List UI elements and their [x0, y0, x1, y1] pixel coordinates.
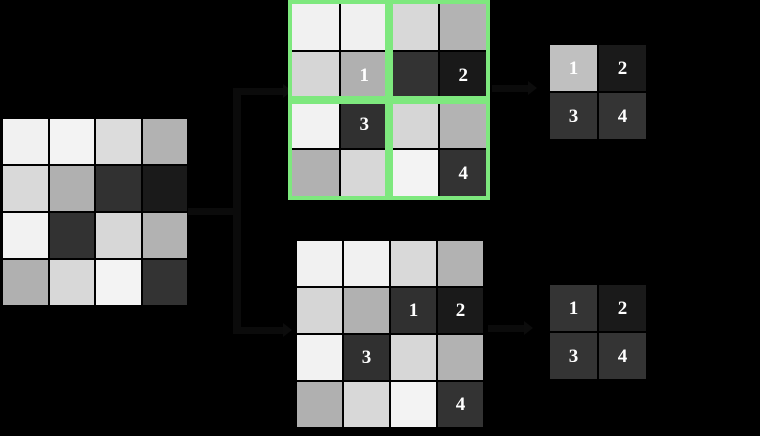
bottom-pooling-grid-cell-r1c3: [390, 240, 437, 287]
input-feature-map-cell-r1c4: [141, 118, 188, 165]
input-feature-map-cell-r4c1: [2, 259, 49, 306]
connector-branch-upper: [233, 88, 285, 95]
input-feature-map-cell-r1c2: [48, 118, 95, 165]
bottom-pooling-grid-cell-r4c2: [343, 381, 390, 428]
input-feature-map-cell-r2c1: [2, 165, 49, 212]
input-feature-map-cell-r4c2: [48, 259, 95, 306]
top-pooling-grid-cell-r2c2: 1: [339, 51, 389, 100]
input-feature-map-cell-r1c1: [2, 118, 49, 165]
arrowhead-to-bottom-grid: [283, 323, 292, 337]
top-pooling-grid-cell-r2c4: 2: [438, 51, 488, 100]
input-feature-map-cell-r4c3: [95, 259, 142, 306]
arrowhead-to-bottom-output: [524, 321, 533, 335]
bottom-output-grid-cell-r2c2: 4: [598, 332, 647, 380]
top-pooling-grid-cell-r1c3: [389, 2, 439, 51]
arrowhead-to-top-grid: [283, 84, 292, 98]
bottom-pooling-grid-cell-r2c1: [296, 287, 343, 334]
top-pooling-grid-cell-r4c2: [339, 149, 389, 198]
top-output-grid-cell-r1c2: 2: [598, 44, 647, 92]
top-output-grid-cell-r1c1: 1: [549, 44, 598, 92]
input-feature-map-cell-r2c2: [48, 165, 95, 212]
input-feature-map-cell-r1c3: [95, 118, 142, 165]
bottom-pooling-grid-cell-r3c4: [437, 334, 484, 381]
top-pooling-grid-cell-r4c3: [389, 149, 439, 198]
bottom-pooling-grid-cell-r4c3: [390, 381, 437, 428]
top-pooling-grid-cell-r3c1: [290, 100, 340, 149]
bottom-pooling-grid-cell-r3c1: [296, 334, 343, 381]
arrowhead-to-top-output: [528, 81, 537, 95]
bottom-pooling-grid-cell-r2c2: [343, 287, 390, 334]
connector-branch-lower: [233, 327, 285, 334]
bottom-pooling-grid-cell-r3c3: [390, 334, 437, 381]
bottom-pooling-grid-cell-r2c3: 1: [390, 287, 437, 334]
bottom-pooling-grid-cell-r4c1: [296, 381, 343, 428]
input-feature-map-cell-r4c4: [141, 259, 188, 306]
top-output-grid-cell-r2c1: 3: [549, 92, 598, 140]
bottom-output-grid-cell-r2c1: 3: [549, 332, 598, 380]
input-feature-map-cell-r2c3: [95, 165, 142, 212]
connector-bottom-grid-to-output: [488, 325, 528, 332]
input-feature-map: [2, 118, 188, 306]
top-pooling-grid-cell-r3c3: [389, 100, 439, 149]
bottom-output-grid-cell-r1c2: 2: [598, 284, 647, 332]
top-pooling-grid-cell-r4c4: 4: [438, 149, 488, 198]
bottom-output-grid-cell-r1c1: 1: [549, 284, 598, 332]
top-output-grid-cell-r2c2: 4: [598, 92, 647, 140]
bottom-pooling-grid-cell-r1c2: [343, 240, 390, 287]
top-pooling-grid-cell-r3c4: [438, 100, 488, 149]
bottom-pooling-grid-cell-r3c2: 3: [343, 334, 390, 381]
top-pooling-grid-cell-r2c1: [290, 51, 340, 100]
top-pooling-grid-cell-r4c1: [290, 149, 340, 198]
bottom-pooling-grid-cell-r1c4: [437, 240, 484, 287]
connector-input-to-branch: [188, 208, 234, 215]
bottom-pooling-grid-cell-r4c4: 4: [437, 381, 484, 428]
input-feature-map-cell-r3c3: [95, 212, 142, 259]
connector-top-grid-to-output: [492, 85, 532, 92]
input-feature-map-cell-r3c4: [141, 212, 188, 259]
connector-branch-spine: [233, 88, 241, 334]
bottom-pooling-grid-cell-r1c1: [296, 240, 343, 287]
top-pooling-grid-cell-r2c3: [389, 51, 439, 100]
input-feature-map-cell-r3c2: [48, 212, 95, 259]
top-pooling-grid-cell-r1c4: [438, 2, 488, 51]
input-feature-map-cell-r3c1: [2, 212, 49, 259]
bottom-pooling-grid-cell-r2c4: 2: [437, 287, 484, 334]
top-pooling-grid-cell-r1c2: [339, 2, 389, 51]
input-feature-map-cell-r2c4: [141, 165, 188, 212]
top-pooling-grid-cell-r3c2: 3: [339, 100, 389, 149]
top-pooling-grid-cell-r1c1: [290, 2, 340, 51]
